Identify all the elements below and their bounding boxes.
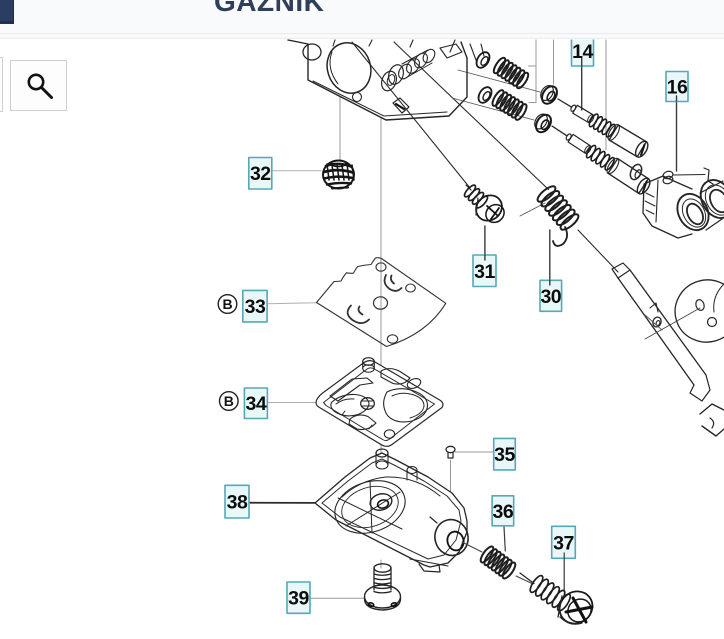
svg-text:16: 16 (667, 77, 688, 99)
svg-text:32: 32 (250, 163, 271, 185)
svg-text:33: 33 (245, 296, 266, 318)
svg-text:39: 39 (288, 588, 309, 610)
svg-text:B: B (222, 296, 232, 312)
svg-text:36: 36 (493, 501, 514, 523)
svg-text:35: 35 (494, 444, 515, 466)
svg-text:31: 31 (474, 261, 495, 283)
svg-text:30: 30 (540, 286, 561, 308)
svg-text:B: B (224, 393, 234, 409)
svg-text:14: 14 (572, 41, 593, 63)
svg-text:37: 37 (553, 532, 574, 554)
svg-text:34: 34 (246, 393, 267, 415)
svg-text:38: 38 (227, 492, 248, 514)
